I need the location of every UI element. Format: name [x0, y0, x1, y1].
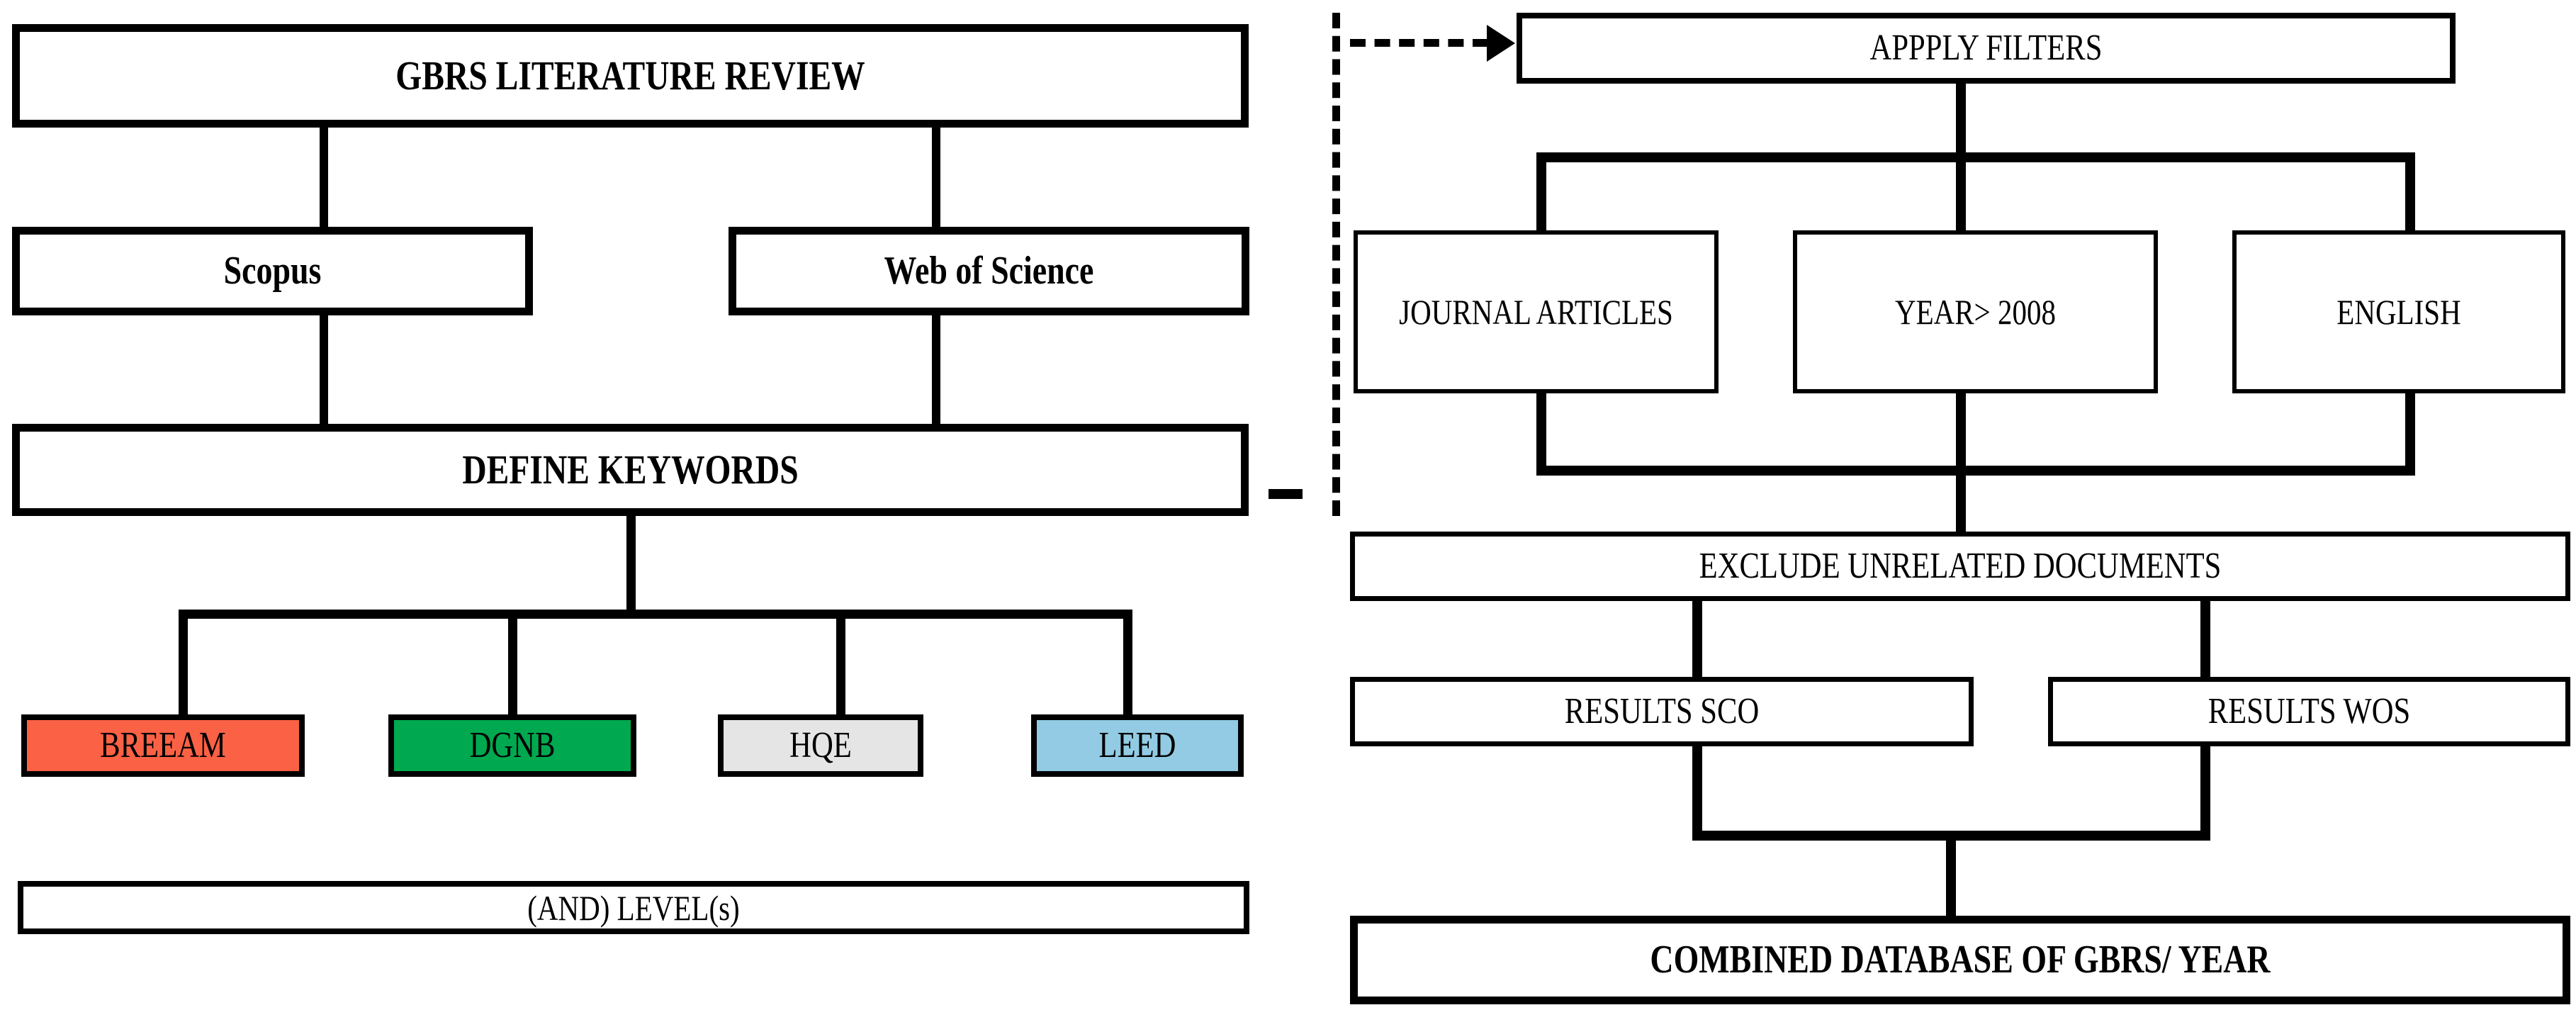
node-combined-database[interactable]: COMBINED DATABASE OF GBRS/ YEAR: [1350, 916, 2570, 1004]
node-label: DGNB: [469, 724, 556, 765]
connector-bus-to-journal-articles: [1536, 152, 1546, 234]
node-label: JOURNAL ARTICLES: [1399, 292, 1673, 332]
node-and-levels[interactable]: (AND) LEVEL(s): [18, 881, 1249, 934]
connector-bus-to-english: [2405, 152, 2415, 234]
node-exclude-unrelated-documents[interactable]: EXCLUDE UNRELATED DOCUMENTS: [1350, 532, 2570, 601]
node-label: Scopus: [223, 249, 322, 293]
connector-keywords-trunk: [626, 515, 636, 614]
arrow-head-icon: [1487, 25, 1515, 62]
connector-filter-bus-bottom: [1536, 466, 2415, 476]
node-label: Web of Science: [884, 249, 1094, 293]
node-label: YEAR> 2008: [1895, 292, 2056, 332]
node-results-wos[interactable]: RESULTS WOS: [2048, 677, 2570, 746]
node-label: RESULTS WOS: [2207, 690, 2411, 731]
connector-english-down: [2405, 392, 2415, 476]
node-label: GBRS LITERATURE REVIEW: [395, 52, 865, 99]
node-dgnb[interactable]: DGNB: [388, 714, 636, 777]
dashed-link-to-filters: [1350, 39, 1488, 47]
connector-results-sco-down: [1692, 745, 1702, 841]
node-define-keywords[interactable]: DEFINE KEYWORDS: [12, 424, 1249, 516]
connector-results-wos-down: [2200, 745, 2210, 841]
dashed-stub-keywords: [1269, 489, 1303, 499]
connector-root-to-wos: [932, 128, 940, 230]
node-scopus[interactable]: Scopus: [12, 227, 533, 315]
node-label: EXCLUDE UNRELATED DOCUMENTS: [1699, 545, 2222, 586]
connector-rating-bus: [179, 610, 1132, 619]
connector-scopus-to-keywords: [320, 314, 328, 427]
connector-exclude-to-results-wos: [2200, 600, 2210, 681]
node-web-of-science[interactable]: Web of Science: [729, 227, 1249, 315]
connector-filters-trunk: [1956, 82, 1966, 157]
node-label: RESULTS SCO: [1564, 690, 1760, 731]
node-breeam[interactable]: BREEAM: [21, 714, 305, 777]
connector-bus-to-hqe: [836, 610, 845, 726]
node-results-sco[interactable]: RESULTS SCO: [1350, 677, 1974, 746]
node-label: (AND) LEVEL(s): [527, 887, 740, 928]
connector-bus-to-breeam: [179, 610, 188, 726]
node-english-filter[interactable]: ENGLISH: [2232, 230, 2565, 393]
connector-merge-to-combined: [1946, 831, 1956, 923]
node-label: COMBINED DATABASE OF GBRS/ YEAR: [1650, 938, 2271, 982]
connector-bus-to-year: [1956, 152, 1966, 234]
connector-journal-articles-down: [1536, 392, 1546, 476]
dashed-divider-line: [1332, 13, 1340, 516]
node-label: HQE: [789, 724, 852, 765]
node-leed[interactable]: LEED: [1031, 714, 1244, 777]
node-hqe[interactable]: HQE: [718, 714, 923, 777]
connector-filters-to-exclude: [1956, 466, 1966, 537]
connector-wos-to-keywords: [932, 314, 940, 427]
connector-exclude-to-results-sco: [1692, 600, 1702, 681]
node-label: LEED: [1098, 724, 1176, 765]
node-apply-filters[interactable]: APPPLY FILTERS: [1517, 13, 2456, 84]
connector-root-to-scopus: [320, 128, 328, 230]
node-year-filter[interactable]: YEAR> 2008: [1793, 230, 2158, 393]
connector-bus-to-leed: [1123, 610, 1132, 726]
node-label: BREEAM: [100, 724, 226, 765]
node-label: APPPLY FILTERS: [1869, 27, 2103, 68]
connector-bus-to-dgnb: [508, 610, 517, 726]
node-gbrs-literature-review[interactable]: GBRS LITERATURE REVIEW: [12, 24, 1249, 128]
connector-filter-bus-top: [1536, 152, 2415, 162]
node-journal-articles[interactable]: JOURNAL ARTICLES: [1354, 230, 1719, 393]
node-label: ENGLISH: [2336, 292, 2461, 332]
node-label: DEFINE KEYWORDS: [462, 446, 799, 493]
connector-year-down: [1956, 392, 1966, 476]
